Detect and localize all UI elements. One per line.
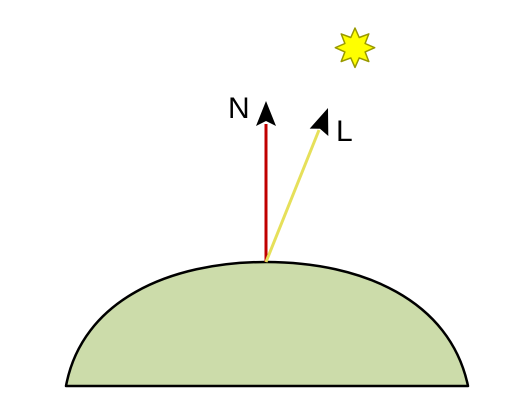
hemisphere-surface	[64, 260, 470, 388]
normal-label: N	[228, 92, 250, 125]
light-label: L	[336, 115, 353, 148]
normal-vector-arrowhead	[256, 101, 276, 126]
normal-vector	[256, 101, 276, 262]
sun-star-icon	[334, 27, 376, 69]
light-vector-arrowhead	[309, 108, 329, 136]
light-vector	[264, 108, 329, 263]
light-vector-shaft	[264, 129, 321, 263]
